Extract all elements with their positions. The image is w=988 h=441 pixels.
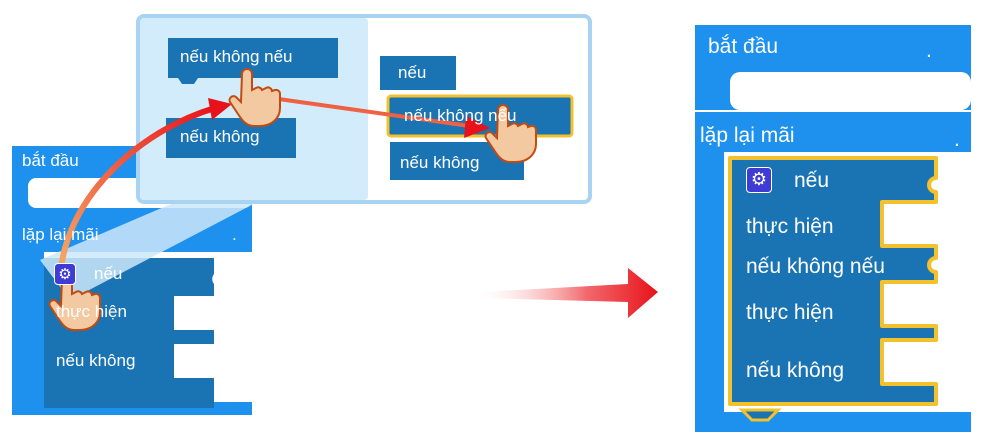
toolbox-else-label: nếu không xyxy=(180,127,260,146)
red-arrow-icon xyxy=(480,268,658,318)
result-do2-label: thực hiện xyxy=(746,301,834,324)
result-do1-label: thực hiện xyxy=(746,215,834,238)
toolbox-elseif-label: nếu không nếu xyxy=(180,47,293,66)
toolbox-else-block[interactable] xyxy=(166,118,296,158)
result-forever-dot: . xyxy=(954,128,960,151)
result-else-label: nếu không xyxy=(746,359,845,382)
drag-arrow-straight xyxy=(249,93,490,138)
mutator-if-block xyxy=(380,56,456,90)
drag-arrow-curve xyxy=(57,98,232,286)
left-start-label: bắt đầu xyxy=(22,151,79,170)
result-if-block[interactable] xyxy=(728,156,938,422)
result-forever-block[interactable] xyxy=(695,112,971,432)
result-if-label: nếu xyxy=(794,169,830,192)
result-forever-label: lặp lại mãi xyxy=(700,124,795,147)
hand-pointer-icon xyxy=(48,272,101,331)
left-do-label: thực hiện xyxy=(56,302,127,321)
result-start-label: bắt đầu xyxy=(708,35,779,58)
left-forever-dot: . xyxy=(232,225,237,244)
hand-pointer-icon xyxy=(228,68,281,127)
toolbox-elseif-block[interactable] xyxy=(168,38,338,84)
mutator-else-block xyxy=(390,142,524,180)
left-forever-block[interactable] xyxy=(12,214,252,415)
mutator-elseif-label: nếu không nếu xyxy=(404,106,517,125)
zoom-pointer xyxy=(40,198,265,300)
result-start-block[interactable] xyxy=(695,25,971,110)
result-elseif-label: nếu không nếu xyxy=(746,255,885,278)
left-forever-label: lặp lại mãi xyxy=(22,225,99,244)
left-if-label: nếu xyxy=(94,264,123,283)
gear-icon[interactable]: ⚙ xyxy=(54,263,76,285)
hand-pointer-icon xyxy=(484,104,537,163)
mutator-if-label: nếu xyxy=(398,63,427,82)
gear-icon[interactable]: ⚙ xyxy=(746,167,772,193)
mutator-else-label: nếu không xyxy=(400,153,480,172)
left-else-label: nếu không xyxy=(56,351,136,370)
result-start-dot: . xyxy=(926,39,932,62)
